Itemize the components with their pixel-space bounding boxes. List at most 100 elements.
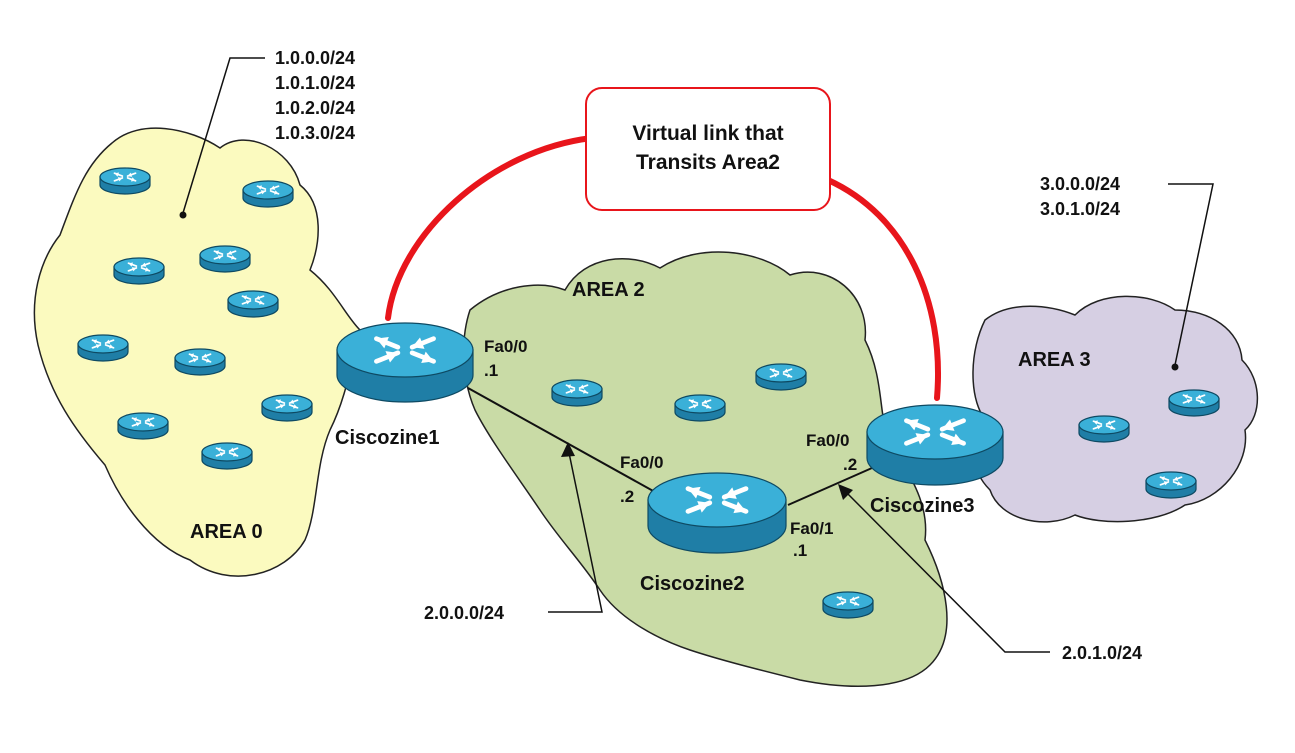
router-top [199, 245, 251, 265]
router-top [174, 348, 226, 368]
router-arrowhead [132, 417, 138, 422]
r2-ip-left-label: .2 [620, 487, 634, 506]
router-arrowhead [292, 404, 298, 409]
router-arrowhead [128, 262, 134, 267]
router-arrowhead [202, 353, 208, 358]
router-arrowhead [135, 422, 141, 427]
r2-iface-left-label: Fa0/0 [620, 453, 663, 472]
router-arrowhead [705, 404, 711, 409]
router-arrowhead [189, 353, 195, 358]
router-top [117, 412, 169, 432]
router-arrowhead [1093, 420, 1099, 425]
router-arrowhead [273, 190, 279, 195]
router-arrowhead [1160, 476, 1166, 481]
router-arrowhead [276, 399, 282, 404]
router-arrowhead [130, 177, 136, 182]
r3-iface-label: Fa0/0 [806, 431, 849, 450]
r1-name: Ciscozine1 [335, 427, 439, 449]
router-arrowhead [915, 433, 928, 445]
link-r1-r2 [467, 387, 656, 493]
router-arrowhead [853, 601, 859, 606]
router-arrowhead [1199, 399, 1205, 404]
router-arrowhead [783, 368, 789, 373]
router-icon [1078, 415, 1130, 443]
router-arrowhead [114, 172, 120, 177]
router-arrowhead [141, 262, 147, 267]
router-icon [201, 442, 253, 470]
router-icon [117, 412, 169, 440]
area3-label: AREA 3 [1018, 349, 1091, 371]
router-arrowhead [421, 351, 434, 364]
router-arrowhead [702, 399, 708, 404]
router-icon [1145, 471, 1197, 499]
area3-prefix-1: 3.0.0.0/24 [1040, 174, 1120, 194]
area2-label: AREA 2 [572, 279, 645, 301]
router-arrowhead [205, 358, 211, 363]
area0-prefix-3: 1.0.2.0/24 [275, 98, 355, 118]
router-top [822, 591, 874, 611]
router-arrowhead [145, 417, 151, 422]
area3-prefix-dot [1171, 363, 1179, 371]
main-routers-group [336, 322, 1004, 554]
area3-prefix-leader [1168, 183, 1214, 366]
router-arrowhead [837, 596, 843, 601]
router-arrowhead [219, 452, 225, 457]
r1-ip-label: .1 [484, 361, 498, 380]
router-arrowhead [786, 373, 792, 378]
router-arrowhead [951, 433, 964, 446]
router-icon [242, 180, 294, 208]
router-ciscozine2-icon [647, 472, 787, 554]
router-top [99, 167, 151, 187]
router-arrowhead [697, 501, 710, 513]
router-arrowhead [579, 384, 585, 389]
router-arrowhead [688, 486, 701, 499]
router-arrowhead [1109, 425, 1115, 430]
router-top [551, 379, 603, 399]
router-arrowhead [412, 337, 425, 349]
area2-prefix-right-arrowhead [838, 484, 853, 500]
router-top [242, 180, 294, 200]
router-arrowhead [1196, 394, 1202, 399]
router-top [866, 404, 1004, 460]
router-arrowhead [1173, 476, 1179, 481]
area2-prefix-left-arrowhead [561, 442, 575, 457]
area0-label: AREA 0 [190, 521, 263, 543]
router-top [1078, 415, 1130, 435]
router-arrowhead [840, 601, 846, 606]
router-arrowhead [1106, 420, 1112, 425]
router-icon [174, 348, 226, 376]
r1-iface-label: Fa0/0 [484, 337, 527, 356]
virtual-link-text-line2: Transits Area2 [636, 151, 780, 174]
r2-ip-right-label: .1 [793, 541, 807, 560]
router-ciscozine3-icon [866, 404, 1004, 486]
router-arrowhead [770, 368, 776, 373]
area2-prefix-left-leader [548, 447, 603, 613]
router-arrowhead [127, 172, 133, 177]
router-arrowhead [92, 339, 98, 344]
router-icon [199, 245, 251, 273]
router-top [113, 257, 165, 277]
router-arrowhead [773, 373, 779, 378]
router-arrowhead [566, 384, 572, 389]
router-arrowhead [1176, 481, 1182, 486]
router-arrowhead [105, 339, 111, 344]
router-arrowhead [376, 336, 389, 349]
router-arrowhead [148, 422, 154, 427]
router-icon [227, 290, 279, 318]
router-arrowhead [1163, 481, 1169, 486]
router-top [201, 442, 253, 462]
router-top [261, 394, 313, 414]
router-arrowhead [257, 185, 263, 190]
router-arrowhead [117, 177, 123, 182]
router-arrowhead [216, 447, 222, 452]
router-arrowhead [385, 351, 398, 363]
router-arrowhead [245, 300, 251, 305]
router-top [1168, 389, 1220, 409]
virtual-link-text-line1: Virtual link that [632, 122, 783, 145]
router-arrowhead [724, 487, 737, 499]
router-arrowhead [230, 255, 236, 260]
router-top [336, 322, 474, 378]
router-arrowhead [270, 185, 276, 190]
router-arrowhead [95, 344, 101, 349]
router-top [647, 472, 787, 528]
